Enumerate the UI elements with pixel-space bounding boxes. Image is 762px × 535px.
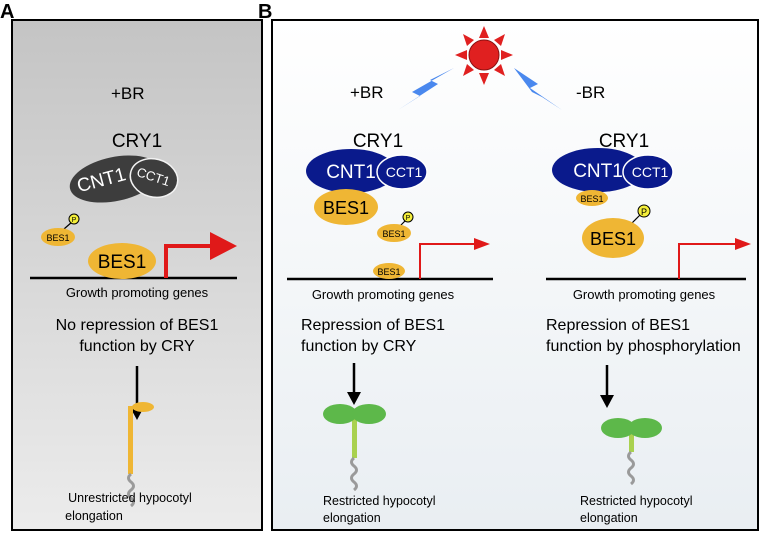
panel-a-caption-line2: function by CRY: [79, 338, 195, 355]
panel-b-right-bes1-bound: [576, 190, 608, 206]
seedling-icon: [601, 418, 662, 486]
panel-b-right-bes1-phos-label: BES1: [590, 229, 636, 249]
panel-a: A +BR CRY1 CNT1 CCT1 P BES1 BES1 Growth …: [0, 1, 263, 531]
panel-a-bes1-bound-label: BES1: [98, 252, 147, 273]
panel-b-left-caption-line1: Repression of BES1: [301, 317, 445, 334]
panel-a-gene-label: Growth promoting genes: [66, 285, 209, 300]
panel-b-left-outcome-line2: elongation: [323, 511, 381, 525]
panel-b-left-bes1-phos: [377, 224, 411, 242]
panel-b-left-cnt1-label: CNT1: [326, 162, 376, 183]
seedling-icon: [323, 404, 386, 492]
panel-b-left-bes1-bound: [314, 189, 378, 225]
panel-b-left-outcome-line1: Restricted hypocotyl: [323, 494, 436, 508]
light-beam-icon: [514, 68, 562, 110]
panel-b: B +BR CRY1 CNT1 CCT1 BES1: [258, 1, 759, 531]
panel-a-condition: +BR: [111, 84, 145, 103]
panel-b-left-gene-label: Growth promoting genes: [312, 287, 455, 302]
panel-b-left-bes1-bound-label: BES1: [323, 198, 369, 218]
panel-b-left-cct1-label: CCT1: [386, 164, 423, 180]
panel-a-outcome-line1: Unrestricted hypocotyl: [68, 491, 192, 505]
panel-b-left-phospho-badge: [402, 211, 414, 223]
panel-b-right-cct1-domain: [622, 154, 674, 190]
panel-a-phospho-label: P: [72, 217, 77, 224]
panel-a-outcome-line2: elongation: [65, 509, 123, 523]
panel-b-left-promoter-arrow: [419, 243, 475, 279]
panel-b-left-bes1-phos-label: BES1: [382, 229, 405, 239]
panel-b-right-cry1-title: CRY1: [599, 131, 649, 152]
panel-a-letter: A: [0, 1, 14, 23]
panel-b-right-promoter-arrowhead: [735, 238, 751, 250]
panel-b-right-gene-label: Growth promoting genes: [573, 287, 716, 302]
sun-icon: [455, 26, 513, 85]
panel-a-promoter-arrow: [164, 244, 212, 278]
panel-b-right-caption-line1: Repression of BES1: [546, 317, 690, 334]
panel-b-left-cct1-domain: [376, 154, 428, 190]
panel-b-left: +BR CRY1 CNT1 CCT1 BES1 P BES1 BES1 Grow…: [287, 83, 493, 525]
panel-b-right-promoter-arrow: [678, 243, 736, 279]
panel-b-left-phospho-label: P: [406, 215, 411, 222]
panel-b-left-condition: +BR: [350, 83, 384, 102]
panel-b-letter: B: [258, 1, 272, 23]
panel-b-right-outcome-line2: elongation: [580, 511, 638, 525]
panel-b-right: -BR CRY1 CNT1 CCT1 BES1 P BES1 Growth pr…: [546, 83, 751, 525]
panel-b-right-down-arrowhead: [600, 395, 614, 408]
panel-a-bes1-phos: [41, 228, 75, 246]
panel-b-right-bes1-bound-label: BES1: [580, 194, 603, 204]
panel-a-phospho-badge: [68, 213, 80, 225]
panel-a-cry1-title: CRY1: [112, 131, 162, 152]
panel-b-left-caption-line2: function by CRY: [301, 338, 417, 355]
panel-b-left-cry1-title: CRY1: [353, 131, 403, 152]
panel-b-left-bes1-promoter: [373, 263, 405, 279]
light-beam-icon: [398, 68, 454, 110]
panel-b-left-cnt1-domain: [306, 149, 396, 193]
panel-b-right-phospho-label: P: [641, 207, 647, 217]
panel-b-left-down-arrowhead: [347, 392, 361, 405]
panel-b-right-condition: -BR: [576, 83, 605, 102]
panel-b-right-cct1-label: CCT1: [632, 164, 669, 180]
panel-b-right-caption-line2: function by phosphorylation: [546, 338, 741, 355]
panel-b-right-outcome-line1: Restricted hypocotyl: [580, 494, 693, 508]
panel-a-bes1-bound: [88, 243, 156, 279]
panel-a-bes1-phos-label: BES1: [46, 233, 69, 243]
panel-b-left-promoter-arrowhead: [474, 238, 490, 250]
seedling-icon: [127, 402, 154, 508]
panel-a-cct1-domain: [129, 157, 179, 199]
panel-a-caption-line1: No repression of BES1: [56, 317, 219, 334]
panel-b-left-bes1-promoter-label: BES1: [377, 267, 400, 277]
panel-b-right-cnt1-domain: [552, 148, 644, 192]
panel-b-frame: [271, 19, 759, 531]
panel-b-right-phospho-badge: [637, 204, 651, 218]
panel-a-promoter-arrowhead: [210, 232, 237, 260]
panel-b-right-cnt1-label: CNT1: [573, 161, 623, 182]
panel-b-right-bes1-phos: [582, 218, 644, 258]
